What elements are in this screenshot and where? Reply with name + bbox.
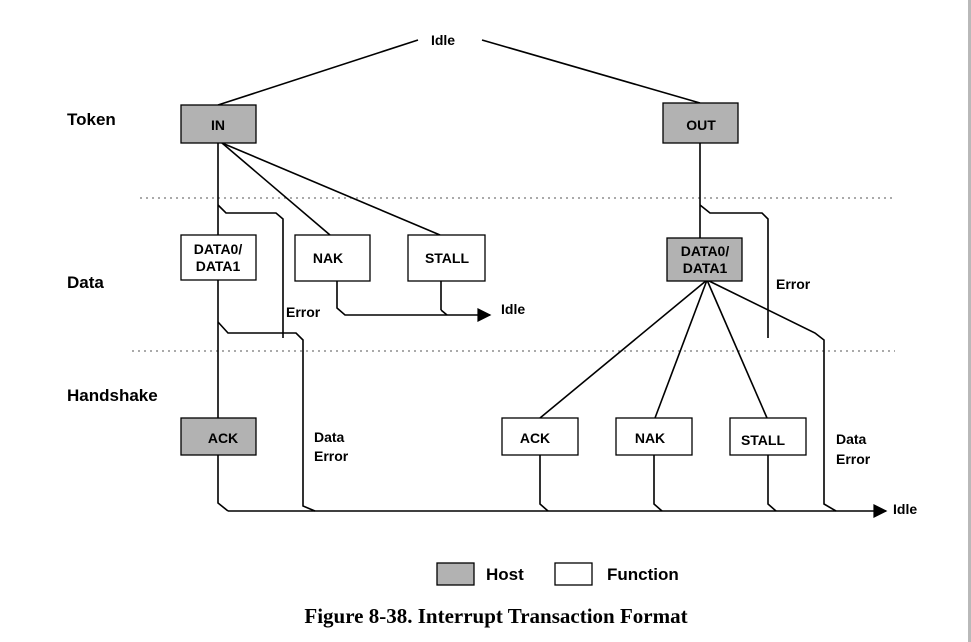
in-ack-to-bottom-line — [217, 455, 229, 512]
row-label-token: Token — [67, 110, 116, 129]
legend-host-label: Host — [486, 565, 524, 584]
out-data-to-nak-line — [654, 279, 708, 419]
figure-caption: Figure 8-38. Interrupt Transaction Forma… — [304, 604, 687, 628]
legend-function-swatch — [554, 562, 593, 586]
row-label-data: Data — [67, 273, 104, 292]
idle-start-label: Idle — [431, 32, 455, 48]
out-ack-box — [501, 417, 579, 456]
in-to-nak-line — [221, 142, 331, 236]
out-stall-box — [729, 417, 807, 456]
out-token-box — [662, 102, 739, 144]
stall-corner-line — [440, 309, 448, 316]
out-data-label-2: DATA1 — [683, 260, 728, 276]
legend-host-swatch — [436, 562, 475, 586]
in-data-error-label-1: Data — [314, 429, 345, 445]
out-stall-label: STALL — [741, 432, 786, 448]
in-stall-label: STALL — [425, 250, 470, 266]
out-error-label: Error — [776, 276, 811, 292]
out-data-to-stall-line — [706, 279, 768, 419]
out-ack-label: ACK — [520, 430, 550, 446]
out-error-path-line — [699, 204, 769, 338]
out-data-error-label-2: Error — [836, 451, 871, 467]
row-label-handshake: Handshake — [67, 386, 158, 405]
out-nak-box — [615, 417, 693, 456]
out-token-label: OUT — [686, 117, 716, 133]
out-data-error-label-1: Data — [836, 431, 867, 447]
idle-end-label: Idle — [893, 501, 917, 517]
out-data-label-1: DATA0/ — [681, 243, 730, 259]
idle-to-in-line — [217, 39, 419, 106]
out-data-box — [666, 237, 743, 282]
idle-mid-label: Idle — [501, 301, 525, 317]
out-data-to-ack-line — [539, 279, 708, 419]
idle-to-out-line — [481, 39, 701, 104]
right-edge-border — [968, 0, 971, 642]
in-data-label-1: DATA0/ — [194, 241, 243, 257]
in-data-label-2: DATA1 — [196, 258, 241, 274]
in-nak-label: NAK — [313, 250, 343, 266]
in-data-error-label-2: Error — [314, 448, 349, 464]
in-stall-box — [407, 234, 486, 282]
in-token-label: IN — [211, 117, 225, 133]
legend-function-label: Function — [607, 565, 679, 584]
out-nak-label: NAK — [635, 430, 665, 446]
out-data-error-path-line — [706, 279, 837, 512]
out-nak-to-bottom-line — [653, 455, 663, 512]
in-error-path-line — [217, 204, 284, 338]
in-token-box — [180, 104, 257, 144]
nak-stall-to-idle-arrow — [336, 281, 492, 322]
in-ack-box — [180, 417, 257, 456]
out-stall-to-bottom-line — [767, 455, 777, 512]
in-error-label: Error — [286, 304, 321, 320]
in-ack-label: ACK — [208, 430, 238, 446]
out-ack-to-bottom-line — [539, 455, 549, 512]
in-nak-box — [294, 234, 371, 282]
in-to-stall-line — [221, 142, 441, 236]
in-data-error-path-line — [217, 321, 316, 512]
in-data-box — [180, 234, 257, 281]
